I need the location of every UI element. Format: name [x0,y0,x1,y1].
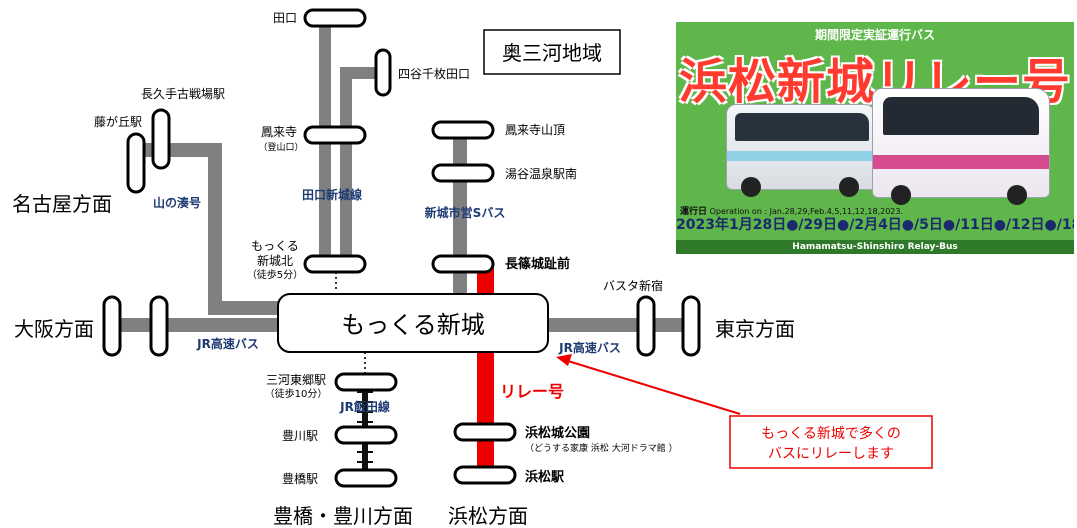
hub-box [277,293,549,353]
callout-arrowhead [556,354,572,366]
line-label-jr-west: JR高速バス [196,336,259,351]
stop-marker-horaiji [303,125,367,145]
stop-marker-yotsuya [374,48,392,97]
line-label-relay: リレー号 [500,382,564,401]
stop-marker-hamamatsu-park [453,422,517,442]
stop-marker-taguchi [303,8,367,28]
stop-marker-nagashino [431,254,495,274]
stop-marker-tokyo [681,295,701,357]
stop-marker-osaka [102,295,122,357]
banner-operation: 運行日 Operation on : Jan.28,29,Feb.4,5,11,… [680,204,903,217]
direction-osaka: 大阪方面 [14,317,94,341]
bus-image-enshu [726,104,878,197]
callout-line-1: もっくる新城で多くの [761,425,901,442]
stop-label-nagakute: 長久手古戦場駅 [141,86,225,101]
line-label-iida: JR飯田線 [339,399,390,414]
banner-operation-text: Operation on : Jan.28,29,Feb.4,5,11,12,1… [709,207,904,216]
stop-marker-mokkuru-north [303,254,367,274]
stop-label-mokkuru-north-3: （徒歩5分） [247,268,303,281]
stop-marker-toyokawa [334,425,398,445]
stop-label-toyohashi: 豊橋駅 [282,472,318,486]
stop-label-yuya: 湯谷温泉駅南 [505,166,577,181]
callout-line-2: バスにリレーします [768,446,894,462]
stop-label-nagashino: 長篠城趾前 [505,256,570,272]
relay-callout: もっくる新城で多くの バスにリレーします [556,354,933,469]
stop-label-toyokawa: 豊川駅 [282,429,318,443]
stop-marker-yuya [431,163,495,183]
relay-bus-banner: 期間限定実証運行バス 浜松新城リレー号 運行日 Operation on : J… [676,22,1074,254]
stop-marker-toyohashi [334,468,398,488]
stop-label-horaiji: 鳳来寺 [261,125,297,139]
stop-label-mikawa-togo-sub: （徒歩10分） [265,387,328,400]
banner-footer: Hamamatsu-Shinshiro Relay-Bus [676,240,1074,254]
stop-label-hamamatsu-park-sub: （どうする家康 浜松 大河ドラマ館 ） [525,442,678,454]
stop-label-hamamatsu-park: 浜松城公園 [525,425,590,441]
stop-label-mokkuru-north-2: 新城北 [257,253,293,268]
walk-connectors [335,272,366,374]
stop-label-taguchi: 田口 [273,11,297,25]
callout-box [729,415,933,469]
direction-toyohashi: 豊橋・豊川方面 [273,504,413,528]
stop-labels: 田口 四谷千枚田口 鳳来寺 （登山口） もっくる 新城北 （徒歩5分） 長久手古… [94,11,678,486]
stop-label-horaiji-sancho: 鳳来寺山頂 [505,123,565,137]
stop-label-mikawa-togo: 三河東郷駅 [266,373,326,387]
relay-line-south [477,352,494,476]
direction-nagoya: 名古屋方面 [12,192,112,216]
stop-marker-horaiji-sancho [431,120,495,140]
direction-labels: 名古屋方面 大阪方面 東京方面 豊橋・豊川方面 浜松方面 [12,192,795,528]
callout-arrow-line [567,360,741,415]
banner-operation-label: 運行日 [680,207,708,217]
route-yotsuya-line [340,67,380,263]
okumikawa-box [483,29,621,75]
direction-tokyo: 東京方面 [715,317,795,341]
stop-label-fujigaoka: 藤が丘駅 [94,114,142,129]
hub-label: もっくる新城 [341,311,485,339]
stop-marker-hamamatsu-st [453,465,517,485]
stop-marker-fujigaoka [126,132,146,194]
stop-label-hamamatsu-st: 浜松駅 [525,469,565,485]
line-label-taguchi: 田口新城線 [302,187,362,202]
okumikawa-label: 奥三河地域 [502,41,602,65]
stop-label-busta: バスタ新宿 [603,278,663,293]
stop-label-horaiji-sub: （登山口） [258,142,303,153]
line-labels: 山の湊号 田口新城線 新城市営Sバス JR高速バス JR高速バス JR飯田線 [153,187,621,414]
stop-label-mokkuru-north-1: もっくる [251,239,299,253]
bus-image-toyotetsu [872,88,1050,205]
route-lines [120,18,690,332]
route-yamanominato [144,143,280,315]
direction-hamamatsu: 浜松方面 [448,504,528,528]
stop-markers [102,8,701,488]
stop-marker-nagakute [151,108,171,170]
stop-marker-kyoto [149,295,169,357]
banner-subtitle: 期間限定実証運行バス [814,28,935,42]
line-label-sbus: 新城市営Sバス [425,205,506,220]
line-label-yamanominato: 山の湊号 [153,195,201,210]
stop-marker-mikawa-togo [334,372,398,392]
banner-dates: 2023年1月28日●/29日●/2月4日●/5日●/11日●/12日●/18日… [676,217,1074,233]
stop-label-yotsuya: 四谷千枚田口 [398,66,470,81]
stop-marker-busta [636,295,656,357]
line-label-jr-east: JR高速バス [558,340,621,355]
